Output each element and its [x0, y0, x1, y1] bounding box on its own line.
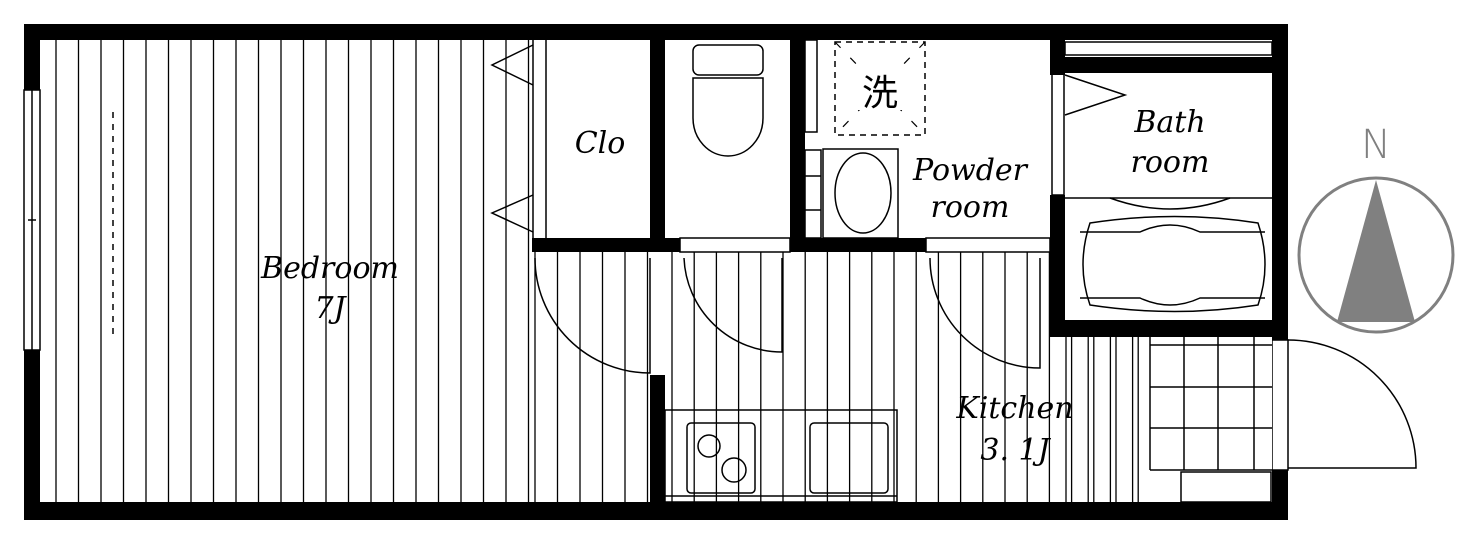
entrance-door	[1287, 339, 1417, 469]
kitchen-label-bg: Kitchen 3. 1J	[955, 391, 1073, 468]
compass: N	[1297, 122, 1455, 334]
bedroom-label: Bedroom	[260, 251, 399, 286]
bath-door-icon	[1064, 74, 1128, 116]
compass-needle-icon	[1337, 180, 1415, 322]
bathroom-label-2: room	[1131, 145, 1210, 180]
window-bedroom	[23, 89, 114, 351]
shoe-box	[1180, 471, 1272, 503]
powder-room: 洗	[679, 39, 1051, 253]
toilet	[665, 40, 790, 238]
window-bath	[1064, 41, 1273, 56]
closet-door-icon	[490, 194, 534, 233]
bedroom-size: 7J	[314, 291, 347, 326]
closet-door-icon	[490, 44, 534, 86]
bathroom-label-1: Bath	[1133, 105, 1205, 140]
bathtub-icon	[1082, 215, 1266, 313]
kitchen-size: 3. 1J	[980, 433, 1051, 468]
walls	[24, 24, 1288, 520]
bathroom	[1051, 72, 1272, 320]
kitchen-sink-icon	[809, 422, 889, 494]
closet	[490, 40, 650, 238]
sink-icon	[834, 152, 892, 234]
entrance-tiles	[1149, 337, 1272, 503]
laundry-mark: 洗	[862, 73, 898, 114]
toilet-icon	[692, 77, 764, 157]
closet-label: Clo	[575, 126, 626, 161]
flooring-stripes	[55, 40, 1139, 502]
washing-machine-space	[834, 41, 926, 136]
powder-room-label-2: room	[931, 190, 1010, 225]
north-label: N	[1361, 122, 1391, 168]
powder-room-label-1: Powder	[912, 153, 1029, 188]
kitchen-label: Kitchen	[955, 391, 1073, 426]
kitchen-counter	[664, 409, 898, 503]
stove-icon	[686, 422, 756, 494]
